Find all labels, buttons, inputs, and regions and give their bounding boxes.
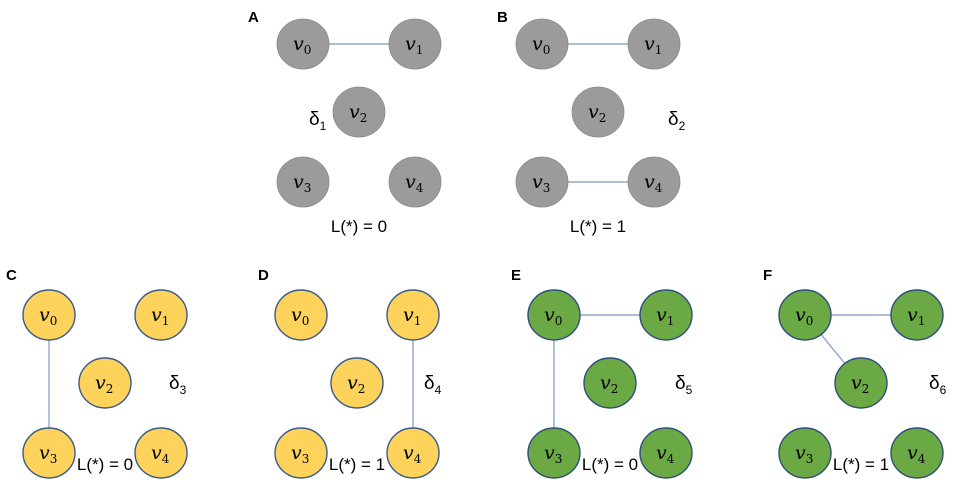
- node-v4: [627, 156, 681, 208]
- node-v2: [78, 357, 132, 409]
- node-v1: [388, 18, 442, 70]
- node-v1: [627, 18, 681, 70]
- node-v4: [890, 427, 944, 479]
- loss-label: L(*) = 0: [77, 455, 133, 474]
- panel-letter: B: [497, 9, 508, 26]
- node-v2: [583, 357, 637, 409]
- node-v1: [890, 289, 944, 341]
- panel-letter: F: [763, 267, 772, 284]
- node-v3: [515, 156, 569, 208]
- node-v1: [386, 289, 440, 341]
- node-v2: [834, 357, 888, 409]
- loss-label: L(*) = 1: [570, 217, 626, 236]
- node-v4: [639, 427, 693, 479]
- node-v0: [527, 289, 581, 341]
- node-v0: [276, 18, 330, 70]
- node-v2: [571, 86, 625, 138]
- node-v0: [778, 289, 832, 341]
- node-v3: [778, 427, 832, 479]
- node-v3: [527, 427, 581, 479]
- delta-label: δ2: [668, 109, 686, 133]
- loss-label: L(*) = 0: [582, 455, 638, 474]
- panel-letter: A: [248, 9, 259, 26]
- delta-label: δ6: [929, 373, 947, 397]
- panel-letter: D: [258, 267, 269, 284]
- node-v3: [276, 156, 330, 208]
- node-v1: [639, 289, 693, 341]
- node-v0: [274, 289, 328, 341]
- delta-label: δ4: [424, 373, 442, 397]
- panel-letter: C: [6, 267, 17, 284]
- node-v1: [134, 289, 188, 341]
- node-v2: [330, 357, 384, 409]
- node-v4: [386, 427, 440, 479]
- node-v4: [134, 427, 188, 479]
- node-v3: [274, 427, 328, 479]
- loss-label: L(*) = 1: [833, 455, 889, 474]
- loss-label: L(*) = 1: [329, 455, 385, 474]
- node-v4: [388, 156, 442, 208]
- node-v3: [22, 427, 76, 479]
- panel-letter: E: [511, 267, 521, 284]
- delta-label: δ5: [675, 373, 693, 397]
- loss-label: L(*) = 0: [331, 217, 387, 236]
- node-v0: [22, 289, 76, 341]
- delta-label: δ1: [309, 109, 327, 133]
- delta-label: δ3: [169, 373, 187, 397]
- node-v2: [332, 86, 386, 138]
- node-v0: [515, 18, 569, 70]
